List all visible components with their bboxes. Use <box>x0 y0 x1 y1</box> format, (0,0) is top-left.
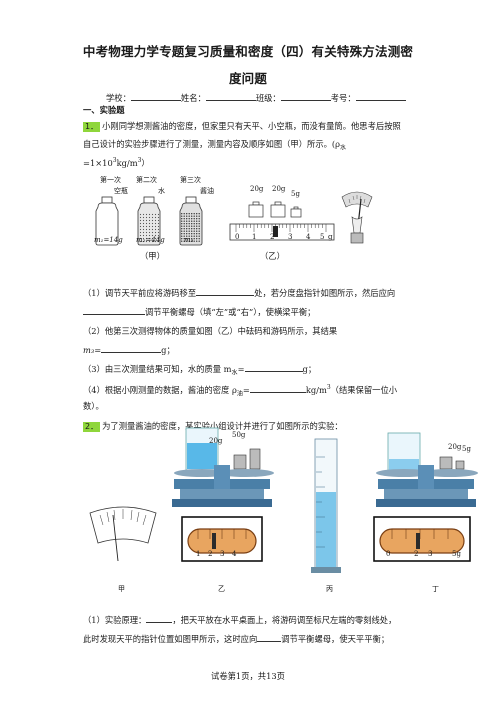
q1-blank-1[interactable] <box>196 287 255 296</box>
q1-blank-3[interactable] <box>101 344 162 353</box>
q1-sub4: （4）根据小刚测量的数据，酱油的密度 ρ油=kg/m3（结果保留一位小 <box>83 384 398 398</box>
water-bottle-icon <box>137 196 161 246</box>
student-info: 学校：姓名：班级：考号： <box>106 92 406 104</box>
q1-text-line3: =1×103kg/m3） <box>83 157 150 168</box>
figure-yi: 20g 20g 5g 0 <box>228 182 336 252</box>
q1-text-line1: 1．小刚同学想测酱油的密度，但家里只有天平、小空瓶，而没有量筒。他思考后按照 <box>83 121 401 132</box>
exam-no-blank[interactable] <box>355 92 406 101</box>
q2-blank-1[interactable] <box>146 614 173 623</box>
page-footer: 试卷第1页，共13页 <box>211 671 285 681</box>
q1-sub4-cont: 数）。 <box>83 401 104 411</box>
pointer-dial-icon <box>341 191 373 244</box>
soy-sauce-bottle-icon <box>179 196 203 246</box>
name-blank[interactable] <box>205 92 256 101</box>
caption-jia: （甲） <box>140 251 165 261</box>
page-title: 中考物理力学专题复习质量和密度（四）有关特殊方法测密 <box>82 44 414 59</box>
q2-balance-b-svg <box>172 427 274 562</box>
beaker-icon <box>387 432 421 472</box>
q1-sub1-cont: 调节平衡螺母（填“左”或“右”），使横梁平衡； <box>83 306 315 318</box>
figure-jia: 第一次 第二次 第三次 空瓶 水 酱油 m₁=14g m₂=44g m₃ <box>88 175 228 265</box>
q1-sub3: （3）由三次测量结果可知，水的质量 m水=g； <box>83 363 317 377</box>
q1-sub2-cont: m₃=g； <box>83 344 175 355</box>
q1-blank-5[interactable] <box>249 384 306 393</box>
rider-scale-zoom <box>379 528 465 554</box>
q1-sub2: （2）他第三次测得物体的质量如图（乙）中砝码和游码所示，其结果 <box>83 326 338 336</box>
rider-icon <box>273 226 278 237</box>
q2-caption-yi: 乙 <box>218 585 225 593</box>
weight-icon <box>439 456 453 470</box>
q2-blank-2[interactable] <box>257 633 282 642</box>
q2-caption-ding: 丁 <box>432 585 439 593</box>
q1-text-line2: 自己设计的实验步骤进行了测量，测量内容及顺序如图（甲）所示。(ρ水 <box>83 139 347 152</box>
q1-sub1: （1）调节天平前应将游码移至处，若分度盘指针如图所示，然后应向 <box>83 287 396 298</box>
q2-balance-d-svg <box>373 432 478 562</box>
weights-scale-svg <box>229 201 335 241</box>
weight-icon <box>233 454 247 470</box>
graduated-cylinder-icon <box>311 438 341 573</box>
q2-caption-bing: 丙 <box>326 585 333 593</box>
class-blank[interactable] <box>280 92 331 101</box>
q1-blank-4[interactable] <box>244 363 303 372</box>
q2-text: 2．为了测量酱油的密度，某实验小组设计并进行了如图所示的实验： <box>83 421 343 432</box>
q2-number: 2． <box>83 422 101 432</box>
weight-icon <box>455 460 465 470</box>
rider-scale <box>229 223 335 241</box>
empty-bottle-icon <box>95 196 119 246</box>
q2-dial-icon <box>89 506 157 562</box>
q1-blank-2[interactable] <box>83 306 145 315</box>
page-title-continued: 度问题 <box>228 71 268 86</box>
weight-20g-icon <box>270 201 286 218</box>
q2-sub1: （1）实验原理：，把天平放在水平桌面上，将游码调至标尺左端的零刻线处， <box>83 614 397 625</box>
bottles-svg <box>95 196 203 246</box>
q2-sub1-cont: 此时发现天平的指针位置如图甲所示，这时应向调节平衡螺母，使天平平衡； <box>83 633 390 644</box>
rider-icon <box>416 533 420 549</box>
q1-number: 1． <box>83 122 101 132</box>
weight-20g-icon <box>248 201 264 218</box>
school-blank[interactable] <box>130 92 181 101</box>
beaker-icon <box>185 427 219 471</box>
weight-icon <box>249 448 261 470</box>
caption-yi: （乙） <box>260 251 285 261</box>
weight-5g-icon <box>290 206 302 218</box>
q2-caption-jia: 甲 <box>118 585 125 593</box>
rider-icon <box>212 533 216 549</box>
section-heading: 一、实验题 <box>83 105 125 115</box>
